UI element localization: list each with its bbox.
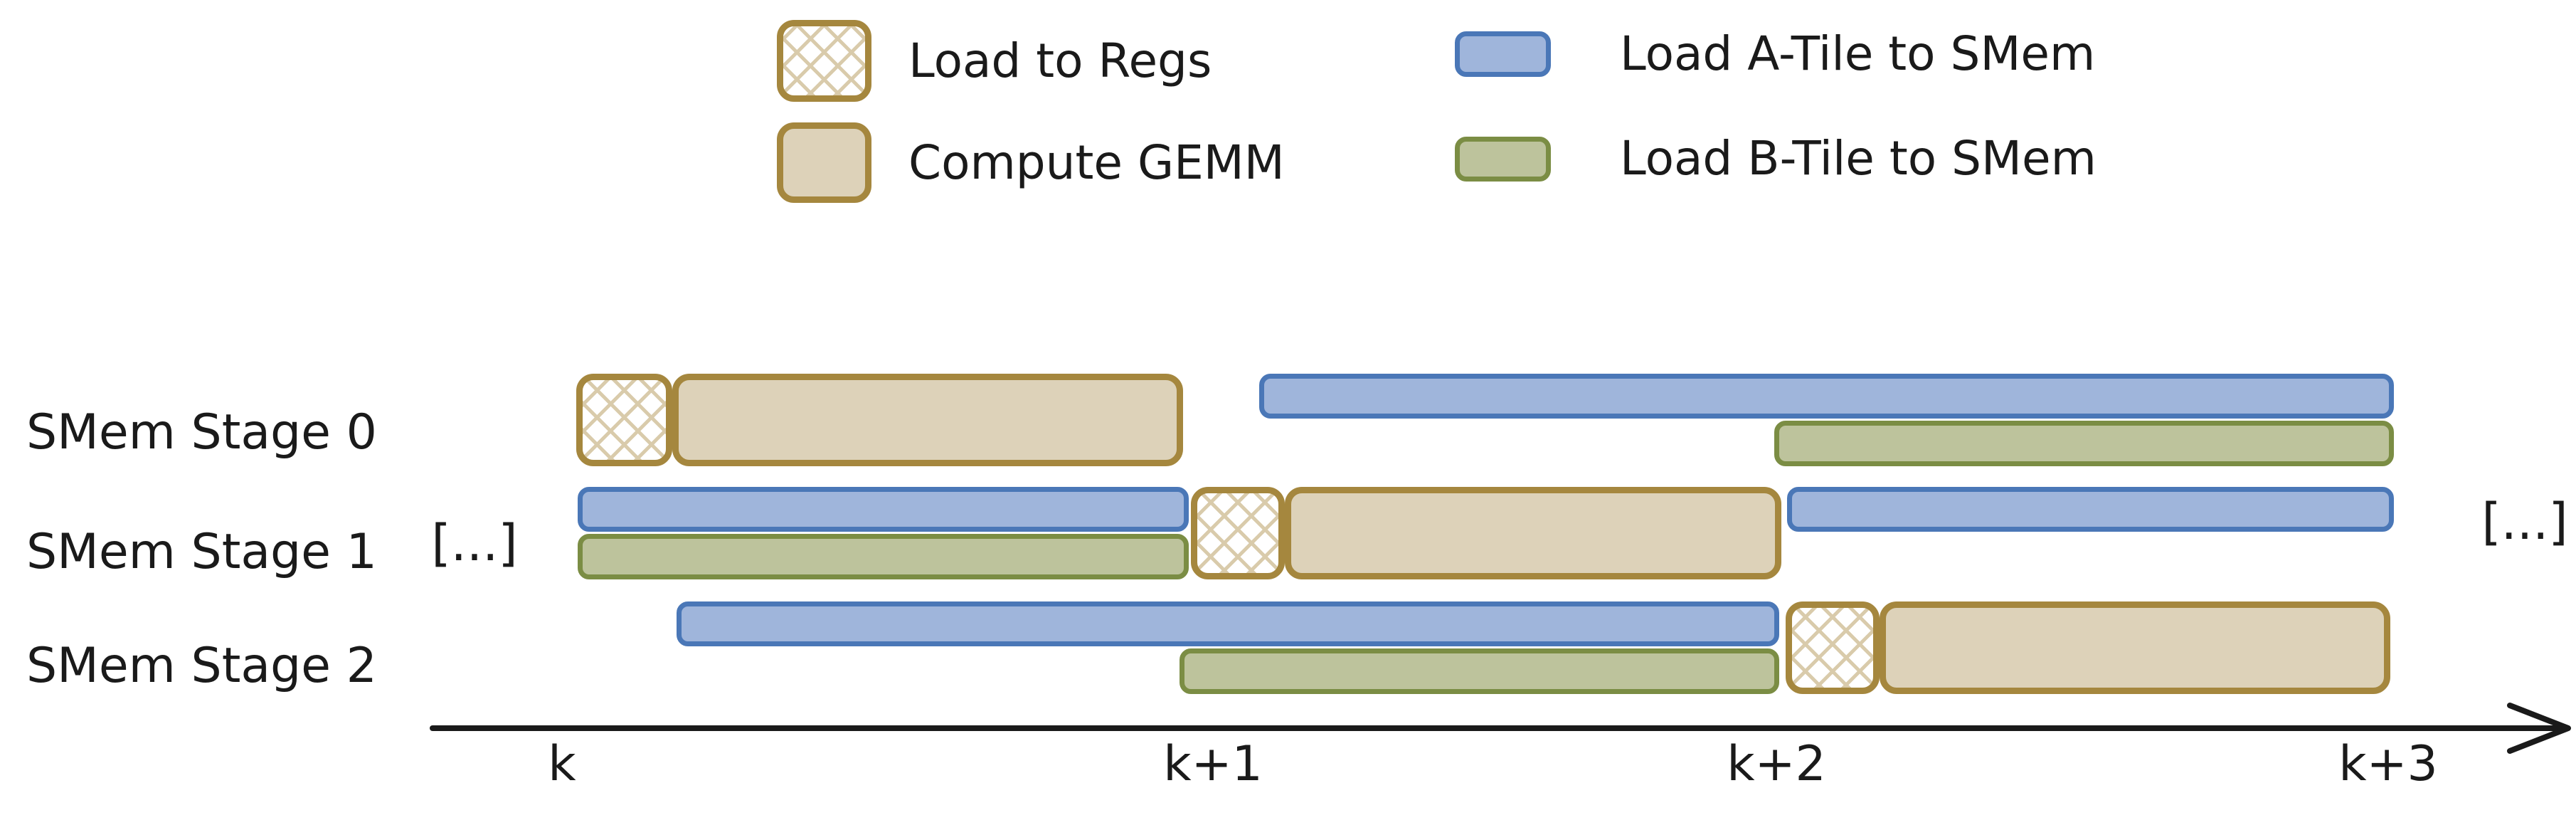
legend-item-load-a-tile: Load A-Tile to SMem [1455, 31, 2095, 78]
bar-compute-gemm [672, 374, 1183, 466]
row-label-smem-stage-2: SMem Stage 2 [26, 638, 377, 694]
ellipsis-right: [...] [2481, 493, 2568, 551]
load-b-tile-swatch-icon [1455, 136, 1551, 182]
bar-load-b [1180, 648, 1779, 694]
time-axis [430, 703, 2571, 754]
row-label-smem-stage-1: SMem Stage 1 [26, 524, 377, 580]
legend-item-compute-gemm: Compute GEMM [777, 122, 1285, 203]
axis-arrow-icon [2507, 703, 2571, 754]
legend-label: Compute GEMM [908, 135, 1285, 190]
legend-label: Load A-Tile to SMem [1620, 26, 2096, 81]
legend-label: Load B-Tile to SMem [1620, 131, 2097, 186]
ellipsis-left: [...] [431, 514, 518, 572]
row-label-smem-stage-0: SMem Stage 0 [26, 404, 377, 461]
bar-compute-gemm [1880, 601, 2390, 694]
legend-item-load-regs: Load to Regs [777, 20, 1212, 102]
bar-load-a [677, 601, 1779, 646]
load-a-tile-swatch-icon [1455, 31, 1551, 77]
tick-label-k: k [548, 736, 576, 792]
legend-item-load-b-tile: Load B-Tile to SMem [1455, 135, 2097, 182]
bar-load-b [578, 534, 1189, 579]
bar-load-a [1259, 374, 2394, 419]
tick-label-k2: k+2 [1727, 736, 1826, 792]
bar-load-regs [1786, 601, 1880, 694]
tick-label-k1: k+1 [1163, 736, 1263, 792]
bar-compute-gemm [1285, 487, 1781, 579]
bar-load-regs [1191, 487, 1285, 579]
bar-load-a [578, 487, 1189, 532]
bar-load-regs [576, 374, 672, 466]
load-regs-swatch-icon [777, 20, 871, 102]
compute-gemm-swatch-icon [777, 122, 871, 203]
legend-label: Load to Regs [908, 33, 1212, 88]
tick-label-k3: k+3 [2338, 736, 2438, 792]
bar-load-b [1774, 421, 2394, 466]
bar-load-a [1787, 487, 2394, 532]
